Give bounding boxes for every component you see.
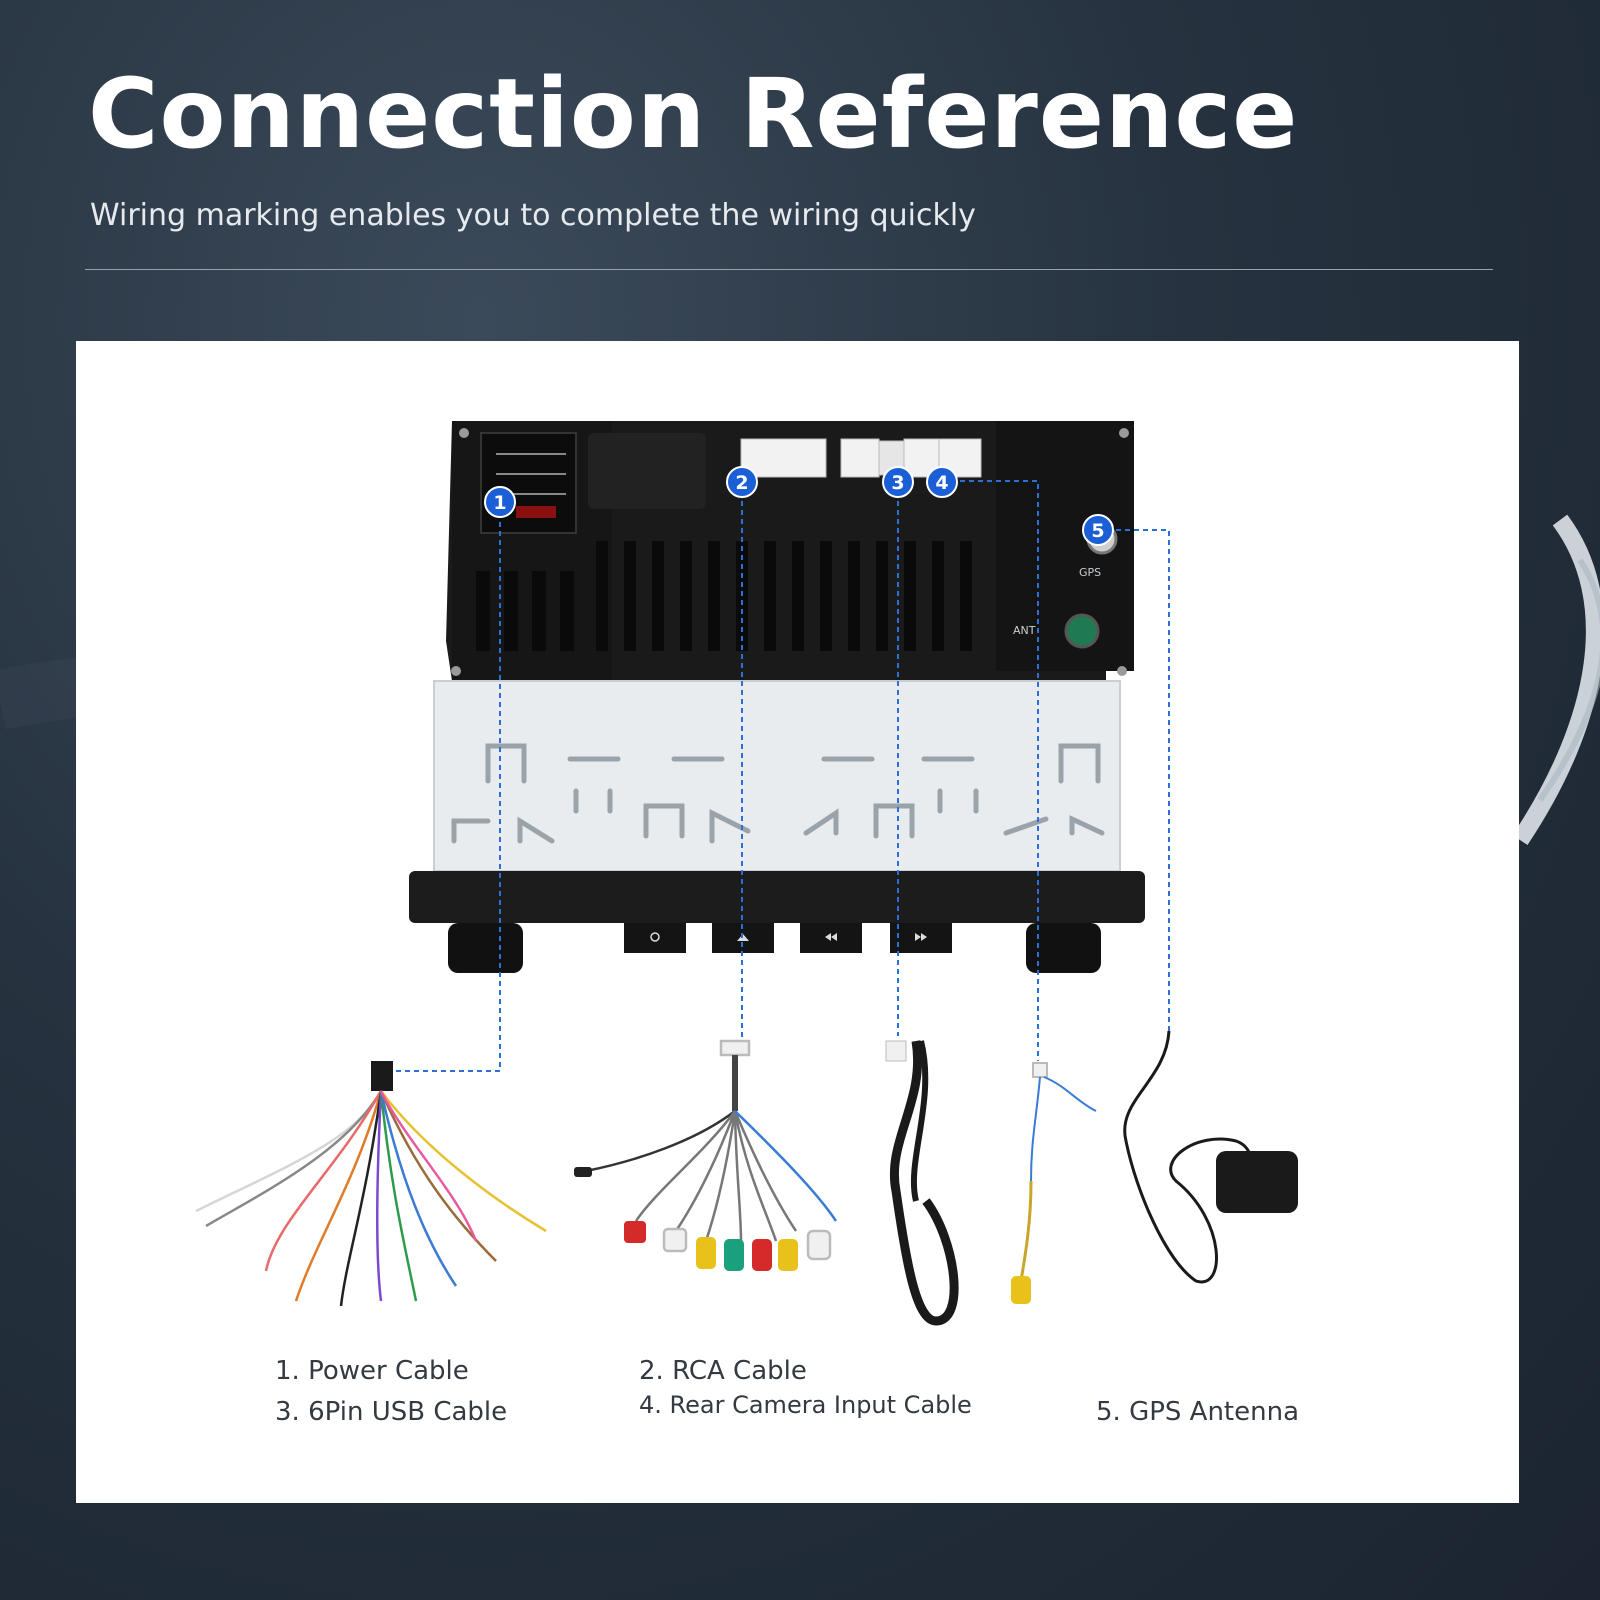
wiring-diagram: GPS ANT [195, 421, 1298, 1326]
ant-port-icon [1064, 613, 1100, 649]
page-title: Connection Reference [88, 58, 1299, 170]
gps-port-marking: GPS [1079, 566, 1101, 579]
header-divider [85, 269, 1493, 270]
metal-cage [433, 680, 1121, 872]
svg-text:4: 4 [935, 472, 948, 494]
front-bezel [409, 871, 1145, 973]
connector-sockets [740, 438, 982, 478]
head-unit-rear: GPS ANT [446, 421, 1134, 681]
svg-text:3: 3 [891, 472, 904, 494]
leader-line-5 [1098, 529, 1170, 1031]
power-cable-icon [195, 1061, 547, 1307]
fuse-icon [516, 506, 556, 518]
diagram-panel: GPS ANT [76, 341, 1519, 1503]
leader-line-4 [942, 480, 1039, 1061]
left-knob-icon [448, 923, 523, 973]
right-knob-icon [1026, 923, 1101, 973]
camera-cable-icon [1011, 1062, 1097, 1304]
page-subtitle: Wiring marking enables you to complete t… [90, 198, 976, 233]
label-usb-cable: 3. 6Pin USB Cable [275, 1397, 508, 1427]
ant-port-marking: ANT [1013, 624, 1036, 637]
usb-cable-icon [885, 1040, 959, 1326]
label-power-cable: 1. Power Cable [275, 1356, 469, 1386]
badge-3: 3 [882, 466, 914, 498]
badge-5: 5 [1082, 514, 1114, 546]
svg-text:1: 1 [493, 492, 506, 514]
leader-lines [396, 480, 1170, 1072]
badge-2: 2 [726, 466, 758, 498]
svg-text:5: 5 [1091, 520, 1104, 542]
label-rca-cable: 2. RCA Cable [639, 1356, 807, 1386]
gps-antenna-icon [1123, 1030, 1298, 1284]
label-gps-antenna: 5. GPS Antenna [1096, 1397, 1300, 1427]
svg-text:2: 2 [735, 472, 748, 494]
badge-1: 1 [484, 486, 516, 518]
badge-4: 4 [926, 466, 958, 498]
label-camera-cable: 4. Rear Camera Input Cable [639, 1391, 972, 1419]
power-button-icon [624, 923, 686, 953]
rca-cable-icon [574, 1039, 838, 1271]
leader-line-1 [396, 504, 501, 1072]
